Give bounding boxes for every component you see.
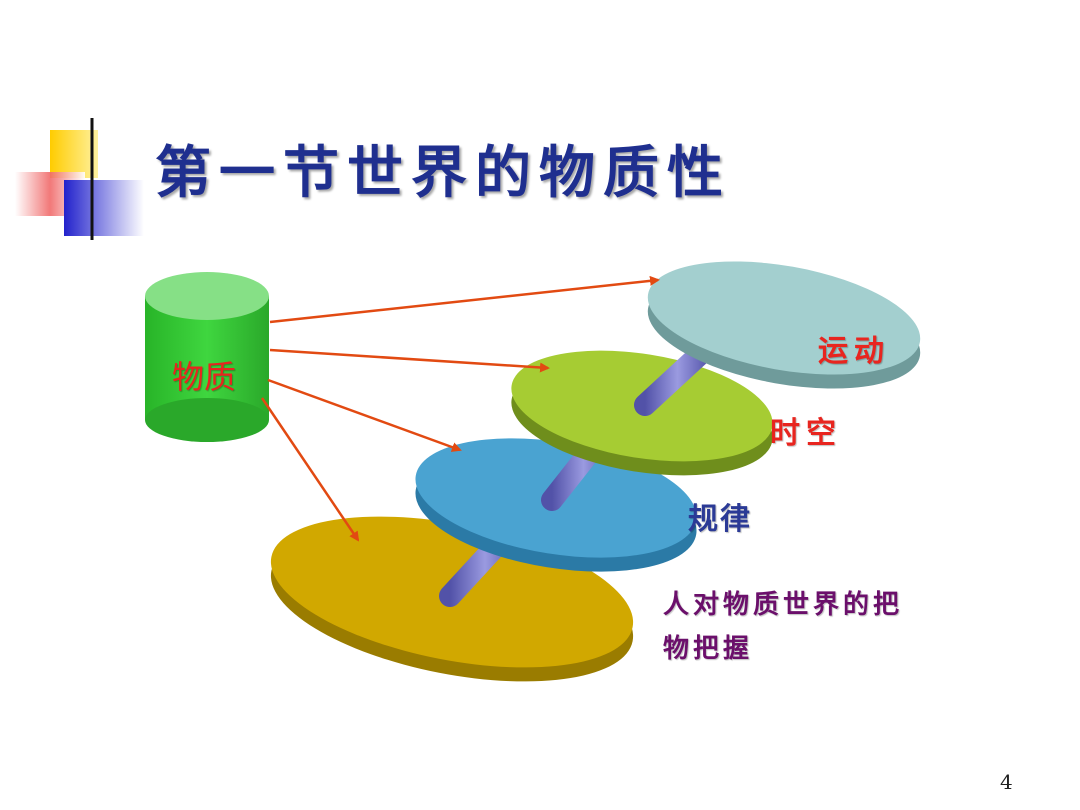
arrow-to-spacetime (269, 348, 550, 373)
layer-label-grasp-line2: 物把握 (663, 634, 754, 664)
arrow-to-law (267, 378, 462, 452)
page-title: 第一节世界的物质性 (155, 140, 731, 206)
layer-label-motion: 运动 (818, 334, 890, 369)
layer-label-grasp: 人对物质世界的把 (663, 590, 904, 620)
layer-label-spacetime: 时空 (770, 416, 842, 451)
matter-cylinder (145, 272, 269, 442)
corner-decoration (15, 118, 980, 240)
page-number: 4 (1000, 770, 1013, 794)
arrows (260, 275, 660, 542)
source-node-label: 物质 (172, 358, 237, 396)
arrow-to-motion (269, 275, 660, 324)
layer-label-law: 规律 (688, 502, 752, 537)
arrow-to-grasp (260, 397, 360, 542)
layer-disc-1 (647, 261, 921, 389)
